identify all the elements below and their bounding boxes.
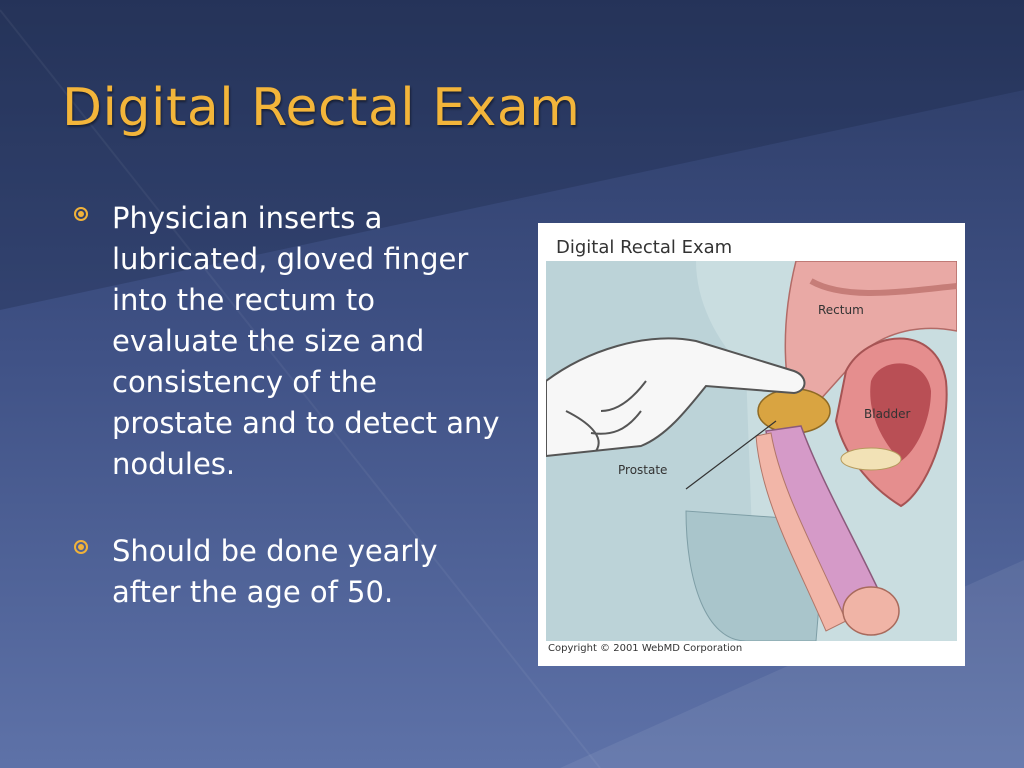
illustration-title: Digital Rectal Exam: [556, 237, 733, 258]
rectum-label: Rectum: [818, 303, 864, 317]
bullet-list: Physician inserts a lubricated, gloved f…: [72, 198, 502, 659]
bladder-label: Bladder: [864, 407, 911, 421]
bullet-item: Should be done yearly after the age of 5…: [72, 531, 502, 613]
bullet-marker-icon: [74, 207, 88, 221]
illustration-frame: Digital Rectal Exam: [546, 231, 957, 658]
copyright-notice: Copyright © 2001 WebMD Corporation: [548, 643, 743, 654]
anatomy-drawing: [546, 261, 957, 641]
prostate-label: Prostate: [618, 463, 668, 477]
exam-illustration: Digital Rectal Exam: [538, 223, 965, 666]
bullet-text: Physician inserts a lubricated, gloved f…: [112, 201, 500, 481]
bullet-marker-icon: [74, 540, 88, 554]
slide-title: Digital Rectal Exam: [62, 78, 581, 138]
bullet-text: Should be done yearly after the age of 5…: [112, 534, 438, 609]
bullet-item: Physician inserts a lubricated, gloved f…: [72, 198, 502, 485]
